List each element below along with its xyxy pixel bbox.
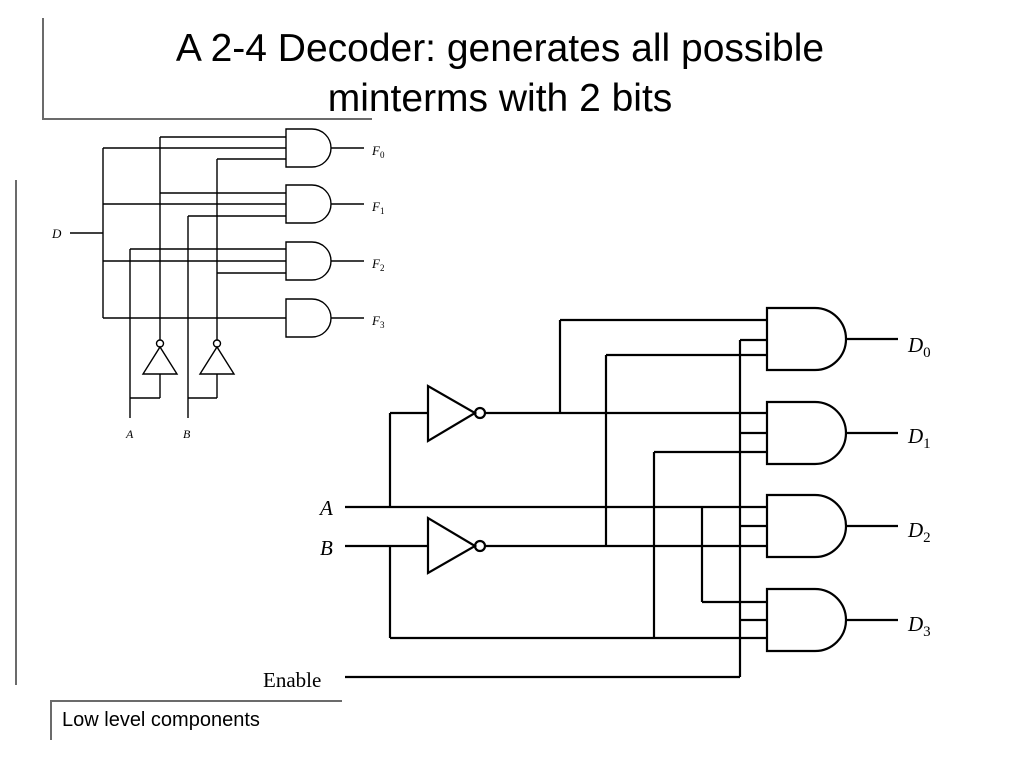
small-and-gate-f2 <box>285 241 332 281</box>
large-label-d3: D3 <box>907 612 931 640</box>
small-label-f0: F0 <box>371 143 385 160</box>
small-label-f1: F1 <box>371 199 384 216</box>
small-label-d: D <box>51 226 62 241</box>
frame-left-vertical <box>15 180 17 685</box>
small-and-gate-f0 <box>285 128 332 168</box>
large-and-gate-d3 <box>765 587 848 653</box>
large-inverter-b <box>426 516 478 575</box>
caption-text: Low level components <box>62 709 260 731</box>
large-and-gate-d0 <box>765 306 848 372</box>
large-inverter-a <box>426 384 478 443</box>
small-and-gate-f3 <box>285 298 332 338</box>
large-label-d2: D2 <box>907 518 931 546</box>
frame-top-left-vertical <box>42 18 44 118</box>
slide-title-line-2: minterms with 2 bits <box>327 77 673 120</box>
small-label-f2: F2 <box>371 256 384 273</box>
caption-box <box>50 700 342 740</box>
slide-title-line-1: A 2-4 Decoder: generates all possible <box>175 27 825 70</box>
small-label-f3: F3 <box>371 313 385 330</box>
large-and-gate-d2 <box>765 493 848 559</box>
large-and-gate-d1 <box>765 400 848 466</box>
small-circuit <box>70 128 364 418</box>
small-label-a: A <box>125 427 134 441</box>
large-label-d0: D0 <box>907 333 931 361</box>
large-label-b: B <box>320 536 333 560</box>
small-label-b: B <box>183 427 191 441</box>
slide-title: A 2-4 Decoder: generates all possible mi… <box>60 24 940 124</box>
small-inverter-b <box>198 345 236 375</box>
small-and-gate-f1 <box>285 184 332 224</box>
large-label-d1: D1 <box>907 424 931 452</box>
large-label-enable: Enable <box>263 668 321 692</box>
large-circuit <box>345 306 898 679</box>
small-inverter-a <box>141 345 179 375</box>
frame-top-left-horizontal <box>42 118 372 120</box>
large-label-a: A <box>318 496 333 520</box>
